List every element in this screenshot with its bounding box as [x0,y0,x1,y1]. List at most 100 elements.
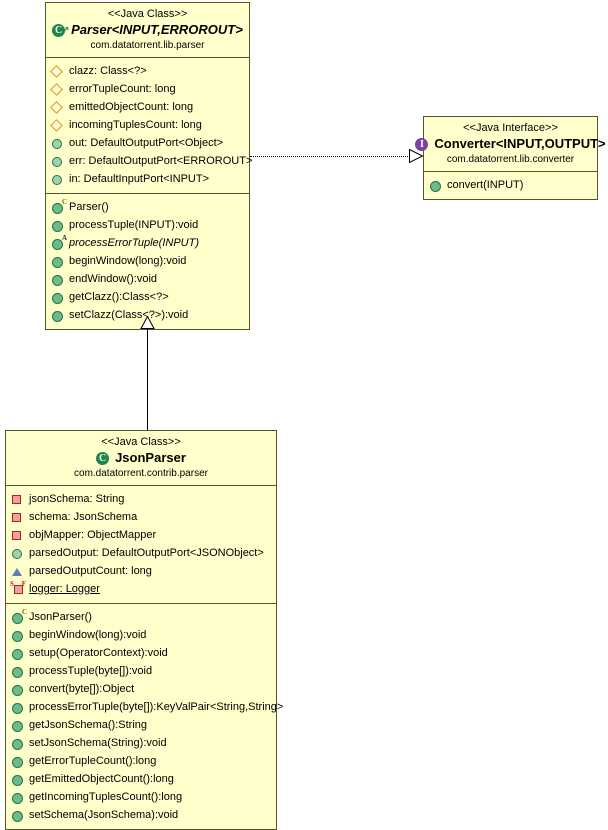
method-row[interactable]: processTuple(byte[]):void [10,662,272,680]
method-label: processTuple(INPUT):void [69,219,199,231]
method-label: getIncomingTuplesCount():long [29,791,183,803]
method-row[interactable]: convert(byte[]):Object [10,680,272,698]
public-method-icon: C [50,199,67,215]
method-row[interactable]: getClazz():Class<?> [50,288,245,306]
protected-field-icon [50,81,66,97]
attribute-row[interactable]: S F logger: Logger [10,580,272,598]
method-row[interactable]: convert(INPUT) [428,176,593,194]
attribute-row[interactable]: parsedOutputCount: long [10,562,272,580]
attribute-row[interactable]: parsedOutput: DefaultOutputPort<JSONObje… [10,544,272,562]
protected-field-icon [50,63,66,79]
class-box-parser[interactable]: <<Java Class>> C ↗ Parser<INPUT,ERROROUT… [45,2,252,330]
class-name-converter: Converter<INPUT,OUTPUT> [434,136,606,151]
stereotype-parser: <<Java Class>> [107,8,188,20]
method-label: processErrorTuple(INPUT) [69,237,199,249]
public-method-icon [50,253,66,269]
attribute-label: clazz: Class<?> [69,65,147,77]
public-method-icon [50,289,66,305]
method-label: getErrorTupleCount():long [29,755,157,767]
class-name-parser: Parser<INPUT,ERROROUT> [71,22,243,37]
method-row[interactable]: beginWindow(long):void [10,626,272,644]
method-row[interactable]: C JsonParser() [10,608,272,626]
attributes-section-parser: clazz: Class<?> errorTupleCount: long em… [46,58,252,193]
attribute-row[interactable]: errorTupleCount: long [50,80,245,98]
class-header-parser: <<Java Class>> C ↗ Parser<INPUT,ERROROUT… [46,3,249,58]
java-class-icon: C [96,451,111,466]
attribute-row[interactable]: err: DefaultOutputPort<ERROROUT> [50,152,252,170]
public-method-icon [428,177,444,193]
public-field-icon [50,135,66,151]
private-field-icon [10,509,26,525]
class-title-row-parser: C ↗ Parser<INPUT,ERROROUT> [52,22,243,38]
class-box-converter[interactable]: <<Java Interface>> I Converter<INPUT,OUT… [415,116,606,200]
method-row[interactable]: setClazz(Class<?>):void [50,306,245,324]
public-method-icon [10,789,26,805]
class-header-converter: <<Java Interface>> I Converter<INPUT,OUT… [415,117,606,172]
attribute-row[interactable]: schema: JsonSchema [10,508,272,526]
stereotype-jsonparser: <<Java Class>> [101,436,181,448]
method-row[interactable]: setJsonSchema(String):void [10,734,272,752]
public-field-icon [50,153,66,169]
public-method-icon [10,663,26,679]
attribute-label: logger: Logger [29,583,100,595]
public-method-icon [10,645,26,661]
methods-section-parser: C Parser() processTuple(INPUT):void A pr… [46,193,249,329]
attribute-row[interactable]: incomingTuplesCount: long [50,116,245,134]
public-method-icon [10,771,26,787]
method-label: JsonParser() [29,611,92,623]
attribute-label: schema: JsonSchema [29,511,138,523]
public-method-icon [10,681,26,697]
public-method-icon [10,699,26,715]
method-label: getClazz():Class<?> [69,291,169,303]
package-name-jsonparser: com.datatorrent.contrib.parser [74,468,208,479]
public-method-icon [50,271,66,287]
public-method-icon [50,217,66,233]
public-method-icon: C [10,609,27,625]
attribute-row[interactable]: in: DefaultInputPort<INPUT> [50,170,245,188]
generalization-solid-line [147,328,148,430]
method-label: processTuple(byte[]):void [29,665,153,677]
method-label: beginWindow(long):void [29,629,147,641]
private-static-final-field-icon: S F [10,581,26,597]
public-method-icon [10,627,26,643]
public-method-icon: A [50,235,67,251]
method-label: getEmittedObjectCount():long [29,773,174,785]
attribute-label: jsonSchema: String [29,493,125,505]
methods-section-converter: convert(INPUT) [424,172,597,199]
generalization-arrowhead [140,316,155,329]
method-label: processErrorTuple(byte[]):KeyValPair<Str… [29,701,284,713]
public-method-icon [50,307,66,323]
class-header-jsonparser: <<Java Class>> C JsonParser com.datatorr… [6,431,276,486]
method-row[interactable]: A processErrorTuple(INPUT) [50,234,245,252]
method-row[interactable]: getIncomingTuplesCount():long [10,788,272,806]
attribute-label: incomingTuplesCount: long [69,119,202,131]
method-row[interactable]: endWindow():void [50,270,245,288]
attribute-row[interactable]: out: DefaultOutputPort<Object> [50,134,245,152]
method-row[interactable]: getJsonSchema():String [10,716,272,734]
public-method-icon [10,735,26,751]
attribute-row[interactable]: objMapper: ObjectMapper [10,526,272,544]
public-method-icon [10,753,26,769]
realization-arrowhead [409,149,424,164]
method-row[interactable]: processErrorTuple(byte[]):KeyValPair<Str… [10,698,283,716]
method-row[interactable]: setSchema(JsonSchema):void [10,806,272,824]
method-row[interactable]: beginWindow(long):void [50,252,245,270]
attribute-label: objMapper: ObjectMapper [29,529,157,541]
method-label: Parser() [69,201,109,213]
method-row[interactable]: setup(OperatorContext):void [10,644,272,662]
method-row[interactable]: C Parser() [50,198,245,216]
package-field-icon [10,563,26,579]
class-title-row-converter: I Converter<INPUT,OUTPUT> [415,136,606,152]
method-row[interactable]: processTuple(INPUT):void [50,216,245,234]
public-field-icon [50,171,66,187]
attribute-label: parsedOutput: DefaultOutputPort<JSONObje… [29,547,264,559]
method-label: beginWindow(long):void [69,255,187,267]
method-row[interactable]: getErrorTupleCount():long [10,752,272,770]
realization-dotted-line [250,156,410,157]
attribute-row[interactable]: clazz: Class<?> [50,62,245,80]
class-box-jsonparser[interactable]: <<Java Class>> C JsonParser com.datatorr… [5,430,283,830]
attribute-row[interactable]: jsonSchema: String [10,490,272,508]
method-label: convert(INPUT) [447,179,524,191]
attribute-row[interactable]: emittedObjectCount: long [50,98,245,116]
method-row[interactable]: getEmittedObjectCount():long [10,770,272,788]
